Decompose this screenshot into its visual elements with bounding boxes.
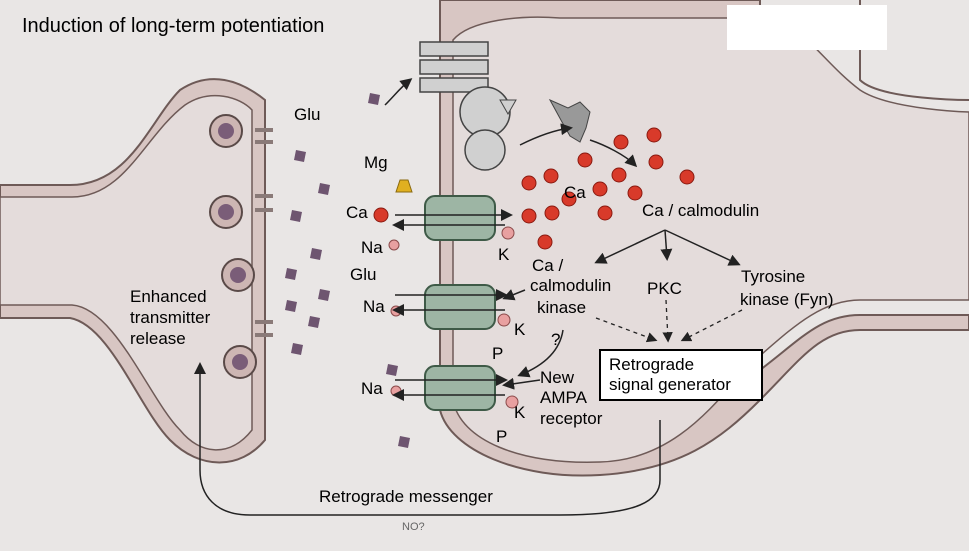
calcium-ions [373, 127, 695, 250]
label-p-1: P [492, 344, 504, 363]
label-k-3: K [514, 403, 526, 422]
label-new-1: New [540, 368, 575, 387]
glutamate-molecules [285, 93, 410, 448]
label-glu-top: Glu [294, 105, 321, 124]
label-mg: Mg [364, 153, 388, 172]
label-camk-1: Ca / [532, 256, 564, 275]
label-question: ? [551, 330, 561, 349]
label-camk-2: calmodulin [530, 276, 612, 295]
label-ca-left: Ca [346, 203, 368, 222]
flow-arrows [194, 78, 741, 516]
new-ampa-receptor [424, 365, 496, 411]
label-camk-3: kinase [537, 298, 587, 317]
retrograde-box-line2: signal generator [609, 375, 731, 394]
label-ca-calmodulin: Ca / calmodulin [642, 201, 760, 220]
label-pkc: PKC [647, 279, 682, 298]
label-na-1: Na [361, 238, 383, 257]
label-retrograde-messenger: Retrograde messenger [319, 487, 493, 506]
synaptic-vesicles [209, 114, 257, 379]
label-glu-left: Glu [350, 265, 377, 284]
retrograde-signal-generator-box: Retrograde signal generator [599, 349, 763, 401]
ampa-receptor [424, 284, 496, 330]
label-k-1: K [498, 245, 510, 264]
label-enhanced-2: transmitter [130, 308, 211, 327]
metabotropic-receptor [419, 41, 517, 171]
label-k-2: K [514, 320, 526, 339]
dashed-arrows [595, 299, 743, 343]
label-enhanced-1: Enhanced [130, 287, 207, 306]
diagram-title: Induction of long-term potentiation [22, 15, 325, 37]
label-p-2: P [496, 427, 508, 446]
label-tyrosine-1: Tyrosine [741, 267, 806, 286]
label-new-3: receptor [540, 409, 603, 428]
magnesium-ion [395, 179, 413, 193]
label-new-2: AMPA [540, 388, 587, 407]
label-no: NO? [402, 521, 425, 533]
label-ca-cluster: Ca [564, 183, 586, 202]
label-na-3: Na [361, 379, 383, 398]
label-na-2: Na [363, 297, 385, 316]
retrograde-box-line1: Retrograde [609, 355, 695, 374]
nmda-receptor [424, 195, 496, 241]
label-tyrosine-2: kinase (Fyn) [740, 290, 834, 309]
label-enhanced-3: release [130, 329, 186, 348]
blank-label-box [727, 5, 887, 50]
